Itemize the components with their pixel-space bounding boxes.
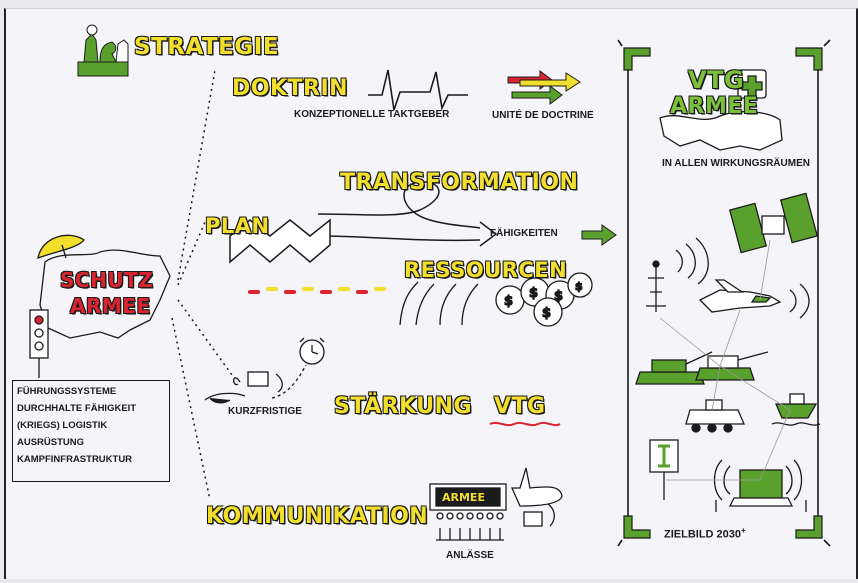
wirkungsraeume-label: IN ALLEN WIRKUNGSRÄUMEN [662,158,810,169]
traffic-light-icon [29,309,49,378]
armee-title: ARMEE [70,294,151,318]
list-item: AUSRÜSTUNG [17,437,85,448]
faehigkeiten-label: FÄHIGKEITEN [490,228,558,239]
network-lines [659,239,791,481]
boat-icon [771,393,821,426]
armee-billboard-label: ARMEE [442,491,485,504]
plan-zigzag-icon [229,218,331,264]
unite-de-doctrine-label: UNITÉ DE DOCTRINE [492,110,594,121]
plan-title: PLAN [205,214,270,238]
signpost-icon [649,439,679,500]
staerkung-title: STÄRKUNG [334,394,473,419]
svg-text:$: $ [575,280,583,293]
svg-text:$: $ [554,289,563,304]
anlaesse-label: ANLÄSSE [446,550,494,561]
transformation-arrow-icon [317,181,498,247]
green-arrow-icon [581,224,617,246]
vtg-small-title: VTG [494,394,546,419]
radio-tower-icon [646,237,709,312]
heartbeat-icon [368,69,468,111]
svg-text:$: $ [542,306,551,321]
armee-billboard-icon [429,467,563,541]
speaker-icon [204,371,283,404]
zielbild-text: ZIELBILD 2030 [664,528,742,541]
list-item: (KRIEGS) LOGISTIK [17,420,108,431]
doktrin-subtitle: KONZEPTIONELLE TAKTGEBER [294,109,450,120]
transformation-title: TRANSFORMATION [340,170,579,195]
dotted-connectors [171,69,233,501]
svg-text:$: $ [504,294,513,309]
alarm-clock-icon [271,337,325,399]
arrows-icon [507,70,581,105]
ressourcen-title: RESSOURCEN [404,258,568,282]
map-outline-icon [39,249,171,339]
wavy-underline-icon [489,421,561,427]
kurzfristige-label: KURZFRISTIGE [228,406,302,417]
money-bags-icon: $ $ $ $ $ [399,272,593,327]
armored-vehicle-icon [685,399,745,433]
dashed-path-icon [248,287,386,294]
vtg-title: VTG [688,66,745,94]
kommunikation-title: KOMMUNIKATION [206,504,429,529]
satellite-icon [728,192,819,254]
swiss-map-icon [659,69,783,151]
chess-icon [77,24,129,77]
list-item: KAMPFINFRASTRUKTUR [17,454,133,465]
vtg-armee-title: ARMEE [670,94,759,119]
list-item: FÜHRUNGSSYSTEME [17,386,117,397]
jet-icon [698,279,810,319]
zielbild-sup: + [741,526,746,535]
strategie-title: STRATEGIE [134,34,280,60]
doktrin-title: DOKTRIN [232,76,349,101]
vtg-panel-frame [617,39,831,547]
zielbild-label: ZIELBILD 2030+ [664,526,746,541]
svg-text:$: $ [529,286,538,301]
list-item: DURCHHALTE FÄHIGKEIT [17,403,137,414]
panel-corner-brackets [623,47,823,539]
laptop-icon [713,459,807,512]
tank-icon [635,351,769,385]
capability-list: FÜHRUNGSSYSTEME DURCHHALTE FÄHIGKEIT (KR… [12,380,170,482]
schutz-title: SCHUTZ [60,268,154,292]
